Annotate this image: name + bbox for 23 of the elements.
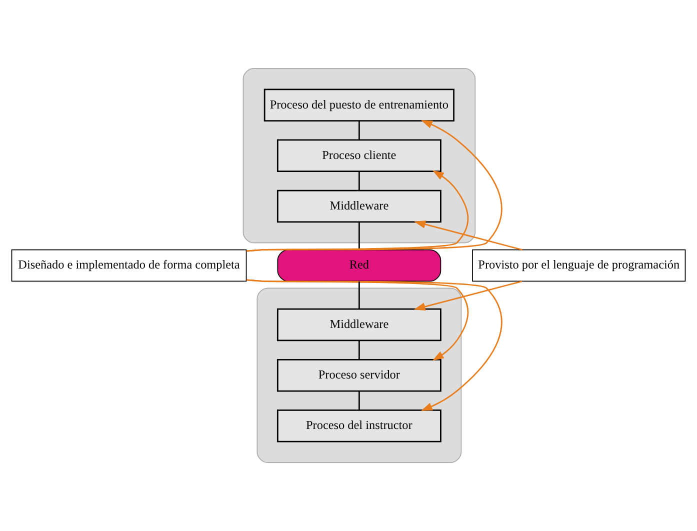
connector xyxy=(358,282,360,309)
arrow xyxy=(414,220,522,250)
connector xyxy=(358,171,360,191)
connector xyxy=(358,120,360,140)
connector xyxy=(358,391,360,410)
connector xyxy=(358,222,360,250)
arrow xyxy=(246,120,502,252)
node-box: Middleware xyxy=(276,308,442,342)
arrow xyxy=(246,170,469,252)
node-box: Middleware xyxy=(276,190,442,223)
node-box: Provisto por el lenguaje de programación xyxy=(472,249,686,282)
arrow xyxy=(246,279,469,361)
node-box: Red xyxy=(277,249,442,282)
cluster xyxy=(256,288,462,463)
arrow xyxy=(246,279,502,412)
node-box: Diseñado e implementado de forma completa xyxy=(11,249,247,282)
connector xyxy=(358,340,360,360)
cluster xyxy=(242,68,476,244)
node-box: Proceso servidor xyxy=(276,358,442,392)
node-box: Proceso del instructor xyxy=(276,410,442,442)
node-box: Proceso cliente xyxy=(276,139,442,172)
node-box: Proceso del puesto de entrenamiento xyxy=(264,88,454,122)
arrow xyxy=(414,280,522,311)
